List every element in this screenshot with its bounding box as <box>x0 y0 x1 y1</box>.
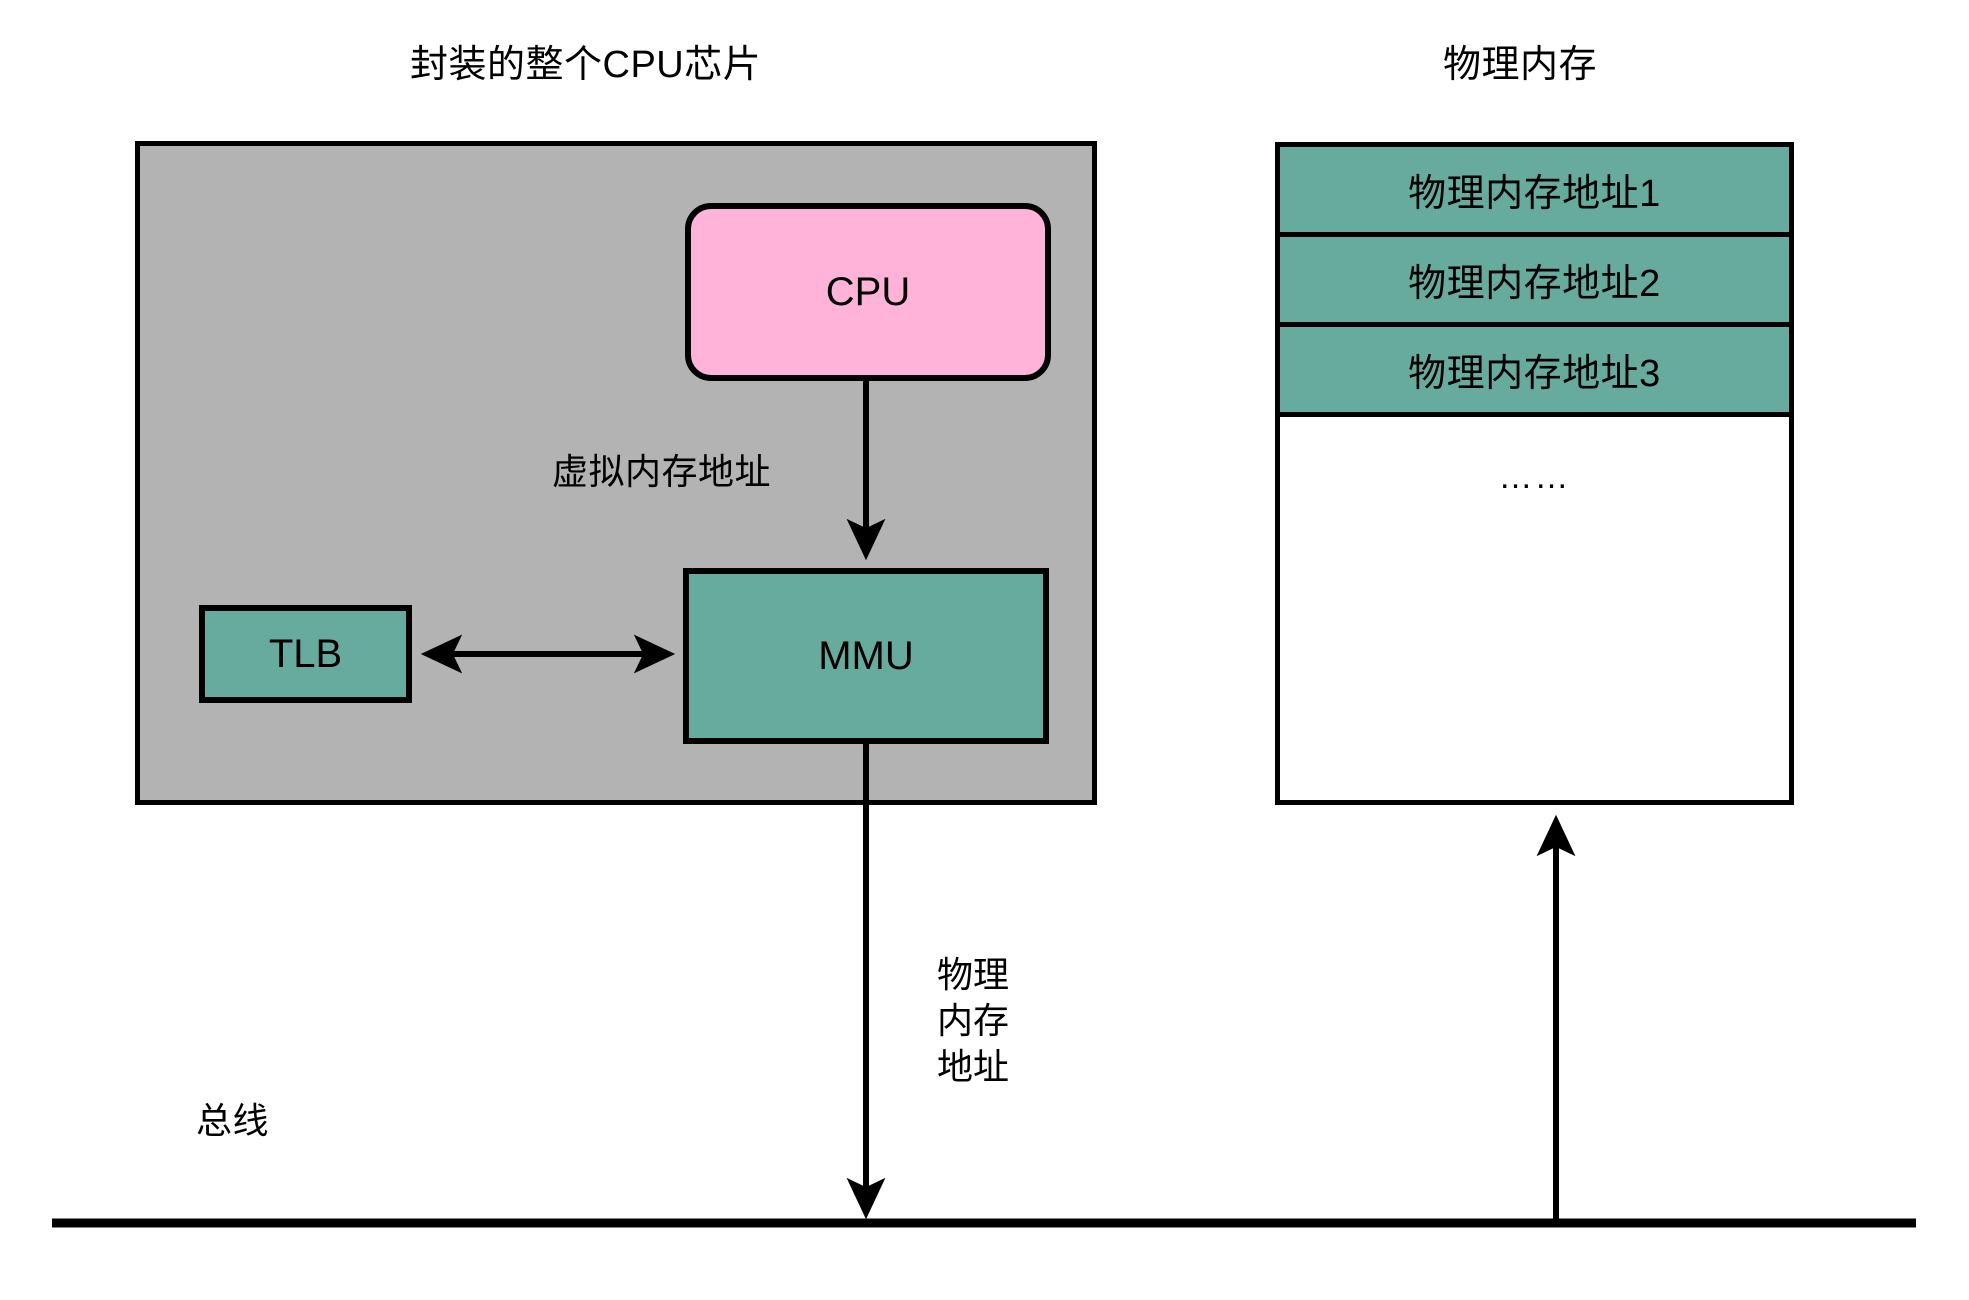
memory-row-label: 物理内存地址1 <box>1408 173 1661 215</box>
cpu-block-label: CPU <box>825 269 911 314</box>
virtual-address-label: 虚拟内存地址 <box>552 451 772 492</box>
mmu-block[interactable]: MMU <box>683 568 1049 744</box>
physical-memory-title: 物理内存 <box>1443 44 1598 86</box>
cpu-block[interactable]: CPU <box>685 203 1051 381</box>
memory-row[interactable]: 物理内存地址3 <box>1280 327 1789 417</box>
physical-memory-block: 物理内存地址1 物理内存地址2 物理内存地址3 …… <box>1275 142 1794 805</box>
tlb-block-label: TLB <box>268 631 343 676</box>
mmu-block-label: MMU <box>818 633 914 678</box>
memory-row[interactable]: 物理内存地址1 <box>1280 147 1789 237</box>
memory-ellipsis: …… <box>1498 457 1571 496</box>
physical-address-label: 物理 内存 地址 <box>936 954 1009 1088</box>
bus-label: 总线 <box>196 1100 270 1141</box>
memory-row-label: 物理内存地址2 <box>1408 263 1661 305</box>
tlb-block[interactable]: TLB <box>199 605 412 703</box>
cpu-chip-title: 封装的整个CPU芯片 <box>410 44 762 86</box>
memory-row[interactable]: 物理内存地址2 <box>1280 237 1789 327</box>
memory-row-label: 物理内存地址3 <box>1408 353 1661 395</box>
